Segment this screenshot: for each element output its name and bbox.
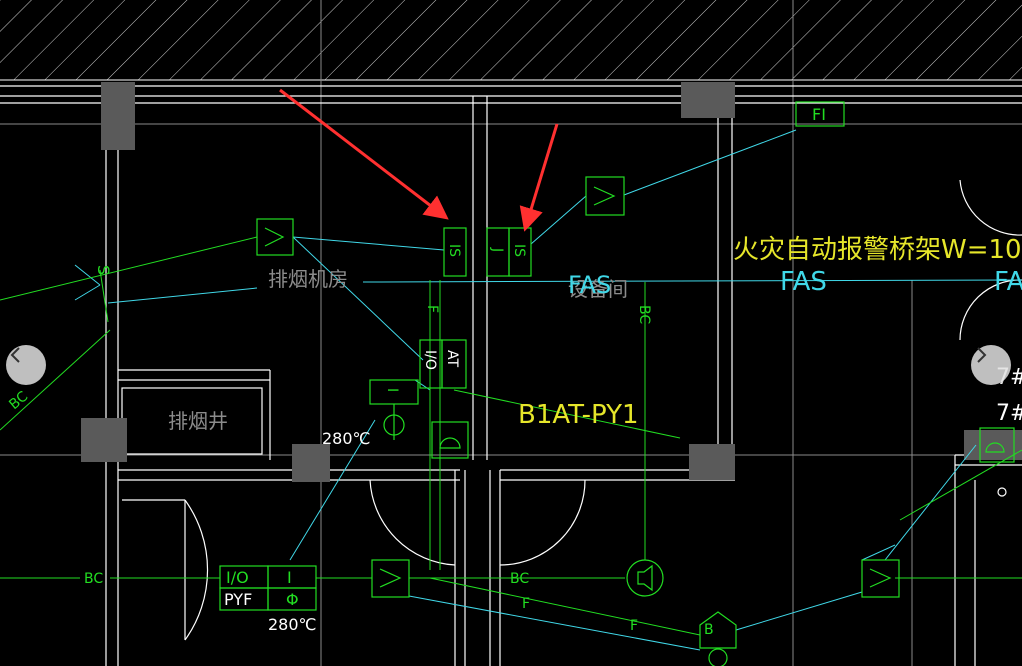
pyf-text: PYF <box>224 590 252 609</box>
fas-label-right: FAS <box>780 267 827 297</box>
previous-image-button[interactable] <box>6 345 46 385</box>
fi-text: FI <box>812 105 826 124</box>
i-lower-text: I <box>287 568 292 587</box>
f-text-1: F <box>522 596 530 612</box>
f-text-2: F <box>630 618 638 634</box>
hatched-wall-band <box>0 0 1022 80</box>
smoke-shaft-label: 排烟井 <box>168 409 228 433</box>
is-box2-text: IS <box>511 244 527 257</box>
s-left-text: S <box>94 265 113 275</box>
bc-vertical-text: BC <box>636 305 652 324</box>
f-vertical-text: F <box>424 305 440 313</box>
chevron-left-icon <box>10 347 20 363</box>
chevron-right-icon <box>977 347 987 363</box>
cable-tray-note: 火灾自动报警桥架W=100 <box>733 235 1022 265</box>
columns <box>81 82 1022 482</box>
io-lower-text: I/O <box>226 568 249 587</box>
fas-label-mid: FAS <box>568 271 611 299</box>
smoke-exhaust-room-label: 排烟机房 <box>268 267 348 291</box>
green-wiring <box>0 236 1022 636</box>
temp-280-upper: 280℃ <box>322 429 371 448</box>
equipment-id-label: B1AT-PY1 <box>518 400 639 430</box>
phi-text: Φ <box>286 590 299 609</box>
red-annotation-arrows <box>279 88 559 232</box>
temp-280-lower: 280℃ <box>268 615 317 634</box>
fas-label-right-cut: FA <box>994 267 1022 297</box>
room-7-label-2: 7# <box>996 401 1022 426</box>
at-box-text: AT <box>444 350 460 367</box>
cyan-wiring <box>74 129 1022 651</box>
is-box1-text: IS <box>446 244 462 257</box>
equipment-room-label: 设备间 <box>568 277 628 301</box>
bc-left-text: BC <box>84 571 103 587</box>
symbol-boxes <box>219 101 1015 666</box>
i-box-mid-text: I <box>384 388 400 392</box>
bc-diag-text: BC <box>6 388 31 413</box>
j-box-text: J <box>489 247 505 252</box>
b-symbol-text: B <box>704 622 714 638</box>
io-box-text: I/O <box>422 350 438 370</box>
bc-bottom-text: BC <box>510 571 529 587</box>
next-image-button[interactable] <box>971 345 1011 385</box>
